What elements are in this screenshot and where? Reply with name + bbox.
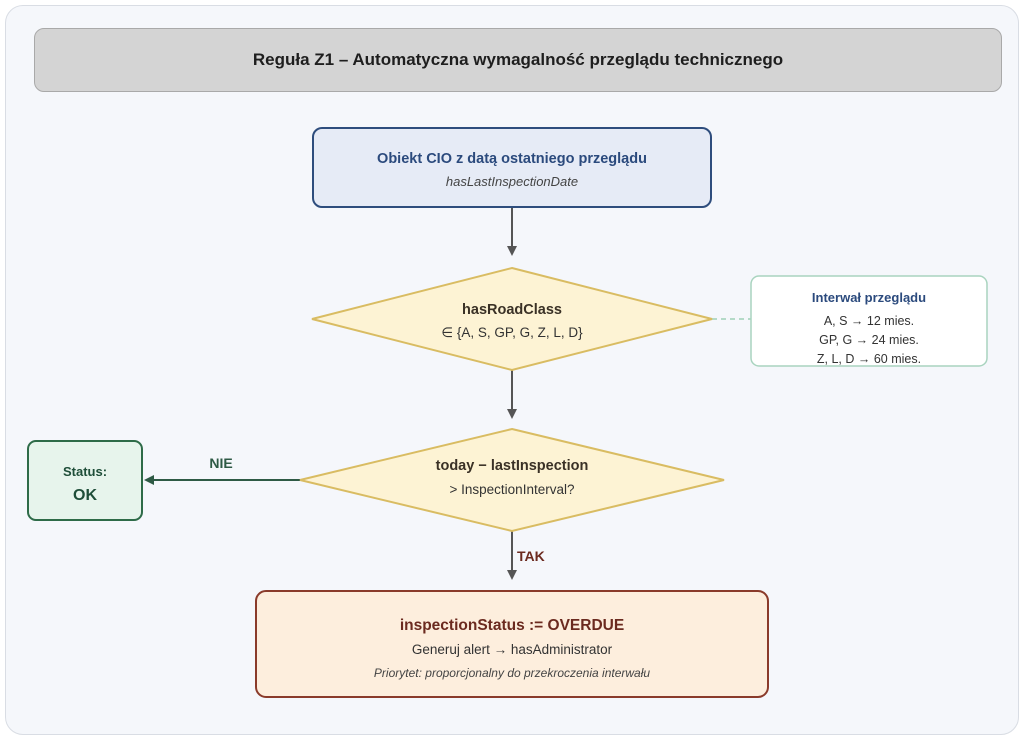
interval-note: Interwał przeglądu A, S → 12 mies. GP, G… (750, 275, 988, 367)
road-class-title: hasRoadClass (462, 302, 562, 318)
time-check-condition: > InspectionInterval? (450, 482, 575, 497)
diagram-title: Reguła Z1 – Automatyczna wymagalność prz… (252, 50, 784, 69)
interval-note-line-2: GP, G → 24 mies. (819, 333, 919, 347)
status-ok-label: Status: (63, 464, 107, 479)
overdue-priority-note: Priorytet: proporcjonalny do przekroczen… (374, 666, 650, 680)
overdue-alert-line: Generuj alert → hasAdministrator (412, 642, 613, 657)
interval-note-line-1: A, S → 12 mies. (824, 314, 914, 328)
time-check-decision: today − lastInspection > InspectionInter… (299, 427, 725, 533)
road-class-set: ∈ {A, S, GP, G, Z, L, D} (441, 325, 583, 340)
status-ok-value: OK (73, 487, 97, 504)
overdue-node: inspectionStatus := OVERDUE Generuj aler… (255, 590, 769, 698)
edge-label-yes: TAK (517, 548, 545, 564)
interval-note-line-3: Z, L, D → 60 mies. (817, 352, 921, 366)
title-bar: Reguła Z1 – Automatyczna wymagalność prz… (34, 28, 1002, 92)
road-class-decision: hasRoadClass ∈ {A, S, GP, G, Z, L, D} (311, 266, 713, 372)
start-node-subtitle: hasLastInspectionDate (446, 174, 578, 189)
edge-label-no: NIE (209, 455, 232, 471)
status-ok-node: Status: OK (27, 440, 143, 521)
start-node: Obiekt CIO z datą ostatniego przeglądu h… (312, 127, 712, 208)
time-check-title: today − lastInspection (436, 458, 589, 474)
start-node-title: Obiekt CIO z datą ostatniego przeglądu (377, 151, 647, 167)
interval-note-title: Interwał przeglądu (812, 290, 926, 305)
overdue-title: inspectionStatus := OVERDUE (400, 617, 624, 634)
